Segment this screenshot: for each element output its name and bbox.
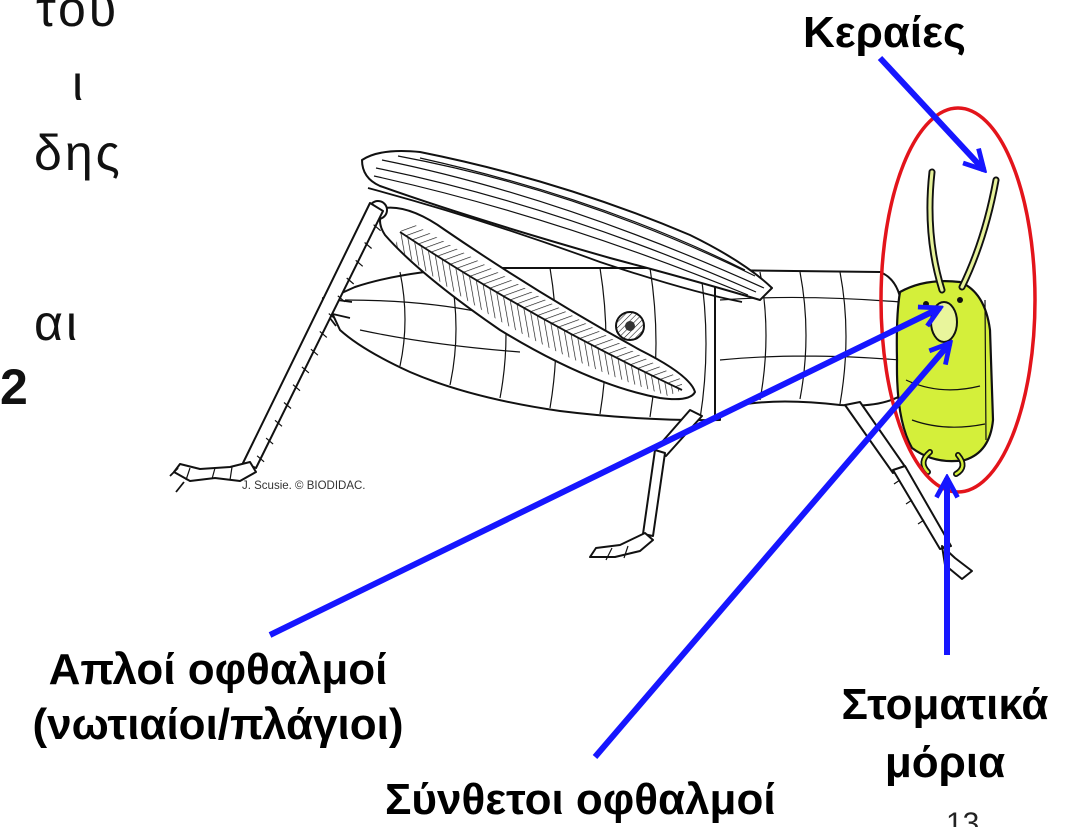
tympanum	[616, 312, 644, 340]
left-text-line-5: 2	[0, 359, 28, 415]
antennae	[930, 172, 996, 290]
mouthparts-label-line-2: μόρια	[828, 734, 1062, 792]
mouthparts-label-line-1: Στοματικά	[828, 676, 1062, 734]
left-text-line-2: ι	[72, 55, 86, 111]
left-text-line-4: αι	[34, 295, 80, 351]
left-text-line-3: δης	[34, 125, 123, 181]
mouthparts-label: Στοματικά μόρια	[828, 676, 1062, 792]
ocellus	[957, 297, 963, 303]
page-number: 13	[946, 806, 1006, 827]
head	[897, 281, 993, 461]
ocellus	[923, 301, 929, 307]
simple-eyes-label-line-1: Απλοί οφθαλμοί	[6, 642, 430, 697]
illustration-credit: J. Scusie. © BIODIDAC.	[242, 480, 366, 492]
page-number-text: 13	[946, 806, 1006, 827]
simple-eyes-label: Απλοί οφθαλμοί (νωτιαίοι/πλάγιοι)	[6, 642, 430, 752]
antennae-arrow	[880, 58, 984, 170]
compound-eyes-label: Σύνθετοι οφθαλμοί	[385, 775, 776, 825]
left-text-fragment: του	[36, 0, 176, 37]
antennae-label: Κεραίες	[803, 7, 966, 59]
left-text-line-1: του	[36, 0, 176, 40]
simple-eyes-label-line-2: (νωτιαίοι/πλάγιοι)	[6, 697, 430, 752]
